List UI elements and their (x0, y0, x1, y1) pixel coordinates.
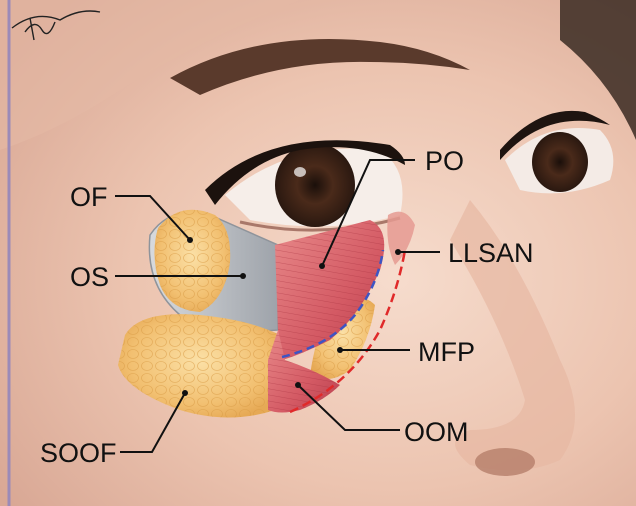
po-leader-dot (319, 263, 325, 269)
label-of: OF (70, 182, 108, 212)
far-eye-iris (532, 132, 588, 192)
oom-leader-dot (295, 382, 301, 388)
llsan-leader-dot (395, 249, 401, 255)
label-os: OS (70, 262, 109, 292)
soof-leader-dot (182, 390, 188, 396)
nostril (475, 448, 535, 476)
iris (275, 143, 355, 227)
of-leader-dot (187, 237, 193, 243)
label-llsan: LLSAN (448, 238, 534, 268)
os-leader-dot (240, 273, 246, 279)
eye-highlight (294, 167, 306, 177)
label-mfp: MFP (418, 337, 475, 367)
label-soof: SOOF (40, 438, 117, 468)
label-oom: OOM (404, 417, 469, 447)
label-po: PO (425, 146, 464, 176)
mfp-leader-dot (337, 347, 343, 353)
